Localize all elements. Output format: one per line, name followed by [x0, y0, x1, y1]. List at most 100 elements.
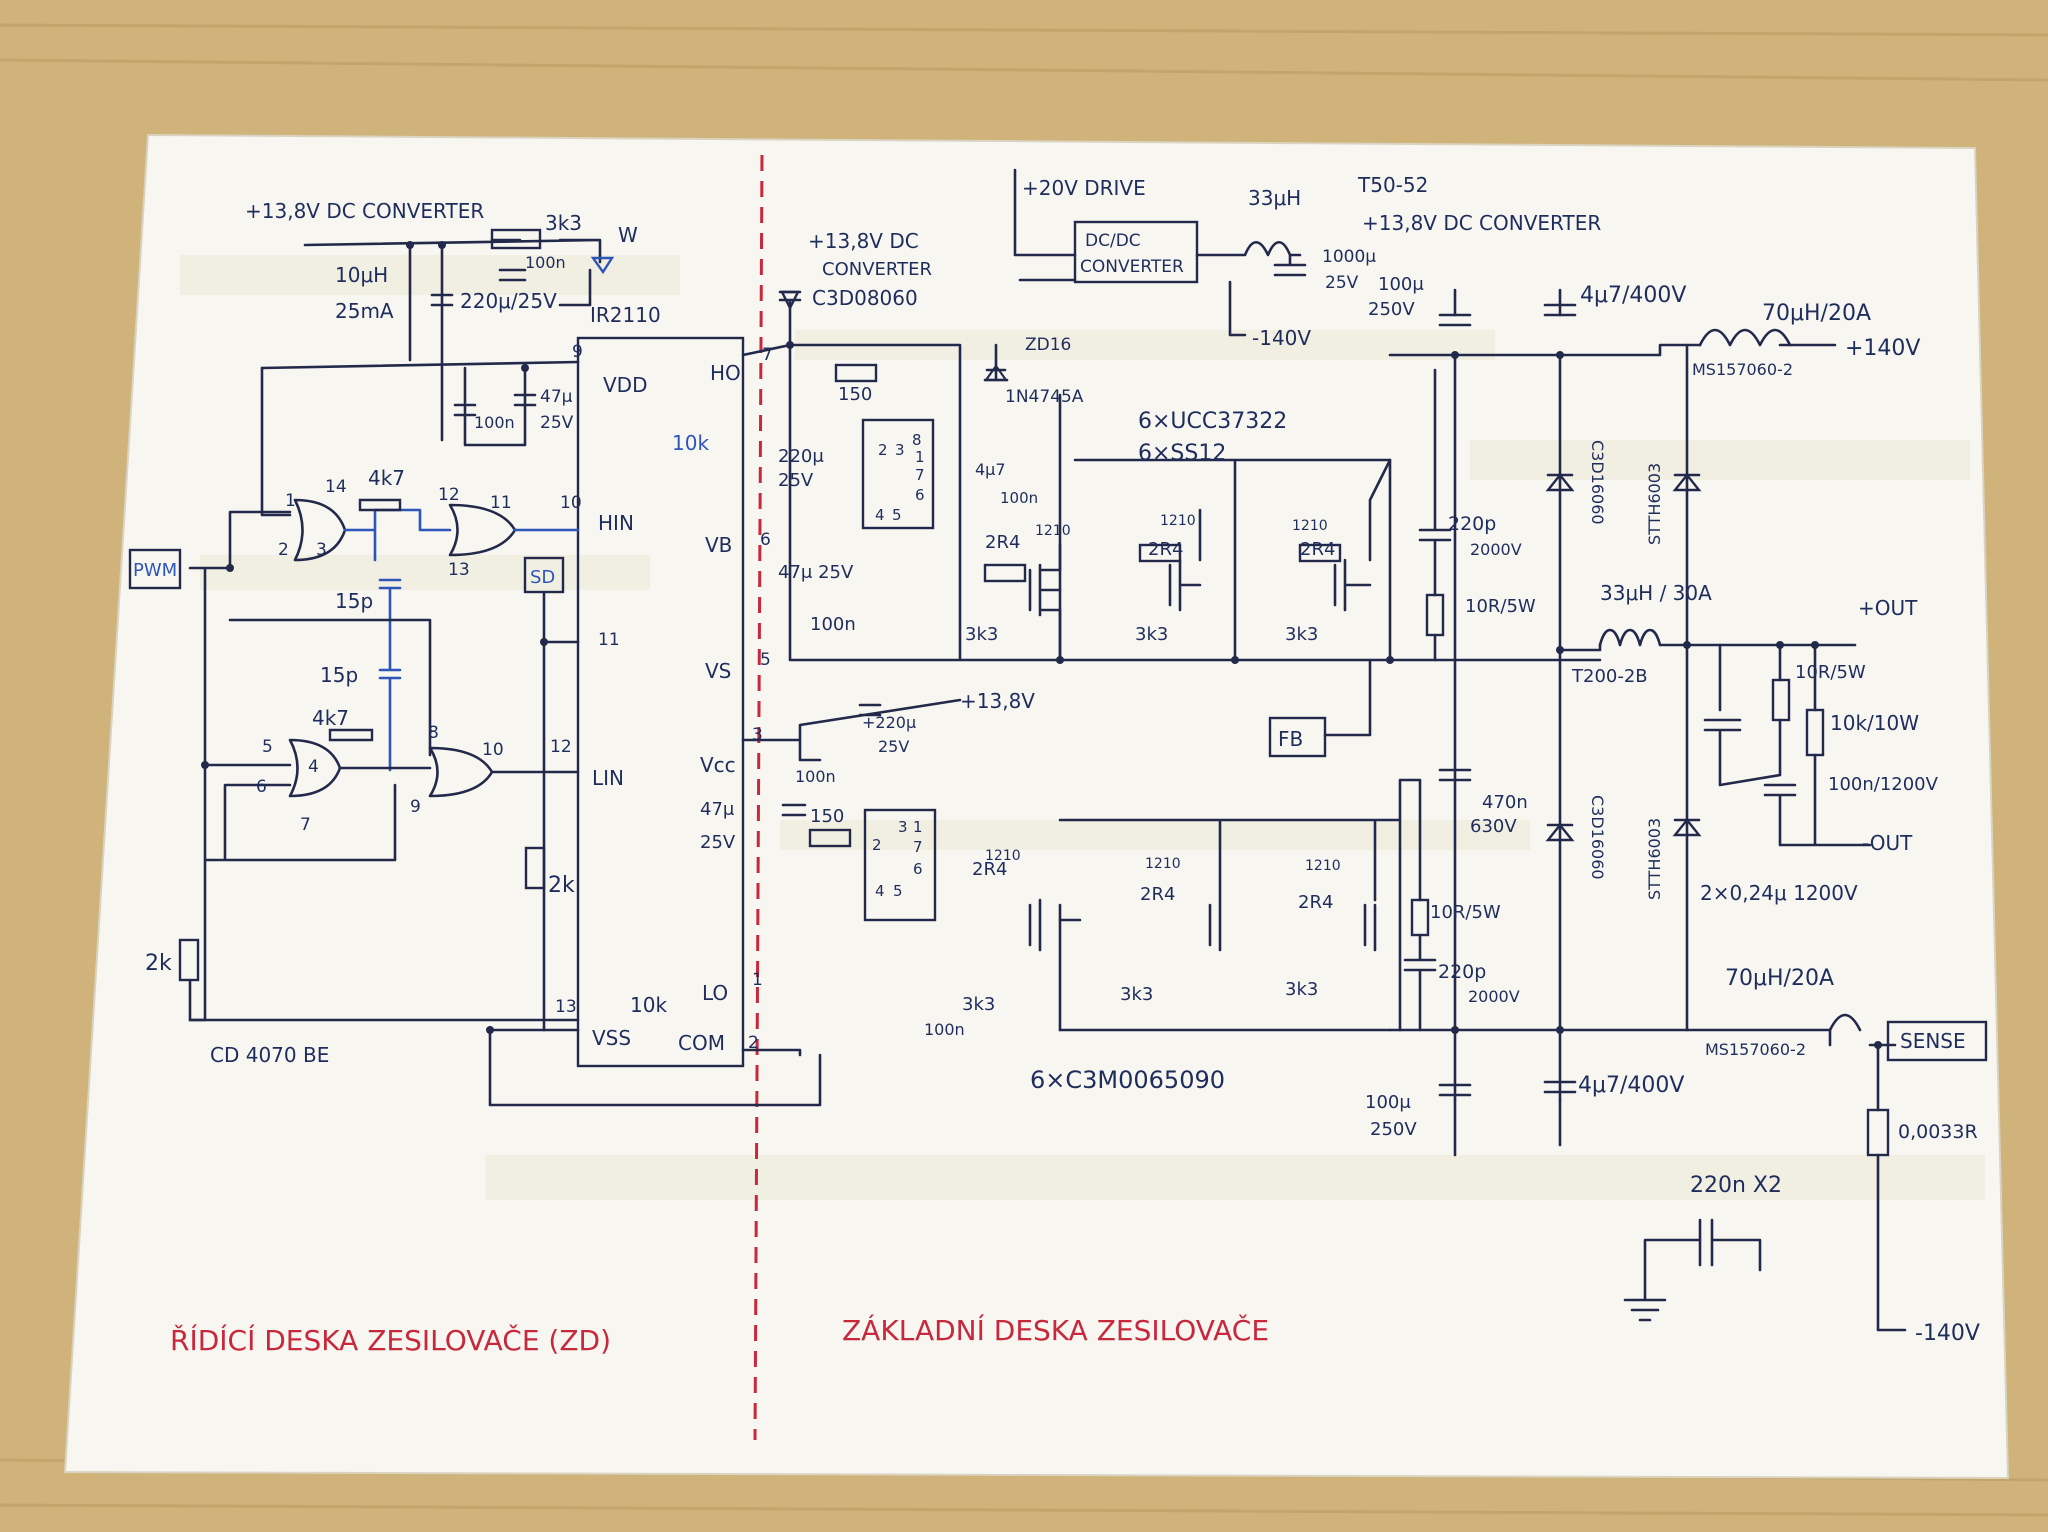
driver-bottom-pin-5: 5: [893, 882, 903, 900]
pin-4: 4: [308, 757, 319, 777]
dcdc-out-label: +13,8V DC CONVERTER: [1362, 211, 1601, 235]
pulldown-label-2: 3k3: [1135, 624, 1168, 645]
driver-top-pin-4: 4: [875, 506, 885, 524]
snubber-resistor-top: [1425, 593, 1445, 637]
snubber-cap-bottom-label: 220p: [1438, 961, 1486, 983]
resistor-150-top-label: 150: [838, 384, 872, 405]
resistor-150-top: [834, 363, 878, 383]
hs-cap-25v-label: 25V: [778, 470, 814, 491]
driver-top-pin-7: 7: [915, 466, 925, 484]
out-pos-label: +OUT: [1858, 596, 1918, 620]
choke-top-core-label: MS157060-2: [1692, 360, 1793, 379]
driver-top-pin-8: 8: [912, 431, 922, 449]
zener-part-label: 1N4745A: [1005, 387, 1084, 407]
fb-box: [1268, 716, 1327, 758]
resistor-4k7-bottom-label: 4k7: [312, 706, 349, 730]
driver-bottom-pin-7: 7: [913, 838, 923, 856]
resistor-150-bottom-label: 150: [810, 806, 844, 827]
pin-11: 11: [490, 493, 512, 513]
driver-bottom-pin-4: 4: [875, 882, 885, 900]
choke-top: [1698, 328, 1792, 347]
dcdc-core-label: T50-52: [1357, 173, 1428, 197]
left-board: [128, 228, 822, 1107]
pin-14: 14: [325, 477, 347, 497]
cap-220u-label: 220μ/25V: [460, 289, 557, 313]
pwm-box: [128, 548, 182, 590]
load-resistor: [1805, 708, 1825, 757]
pin-vb-num: 6: [760, 530, 771, 550]
ls-cap-25v-2-label: 25V: [700, 832, 736, 853]
pin-6: 6: [256, 777, 267, 797]
pulldown-label-3: 3k3: [1285, 624, 1318, 645]
diode-top-label: C3D16060: [1588, 440, 1607, 525]
snubber-cap-top-voltage: 2000V: [1470, 540, 1522, 559]
pulldown-label-1: 3k3: [965, 624, 998, 645]
out-cap-label: 100n/1200V: [1828, 774, 1939, 795]
pin-12: 12: [438, 485, 460, 505]
gate-diode-label-3: 1210: [1292, 518, 1328, 534]
pin-vb-label: VB: [705, 533, 732, 557]
driver-top-pin-2: 2: [878, 441, 888, 459]
left-board-title: ŘÍDÍCÍ DESKA ZESILOVAČE (ZD): [170, 1323, 611, 1357]
vdd-cap-25v-label: 25V: [540, 413, 574, 433]
choke-bottom-core-label: MS157060-2: [1705, 1040, 1806, 1059]
gate-r-label-6: 2R4: [1298, 892, 1333, 913]
resistor-3k3: [490, 228, 542, 250]
gate-resistor-1: [983, 563, 1027, 583]
right-board-title: ZÁKLADNÍ DESKA ZESILOVAČE: [842, 1313, 1269, 1347]
bootstrap-supply-label: +13,8V DC: [808, 229, 919, 253]
pin-sd-num: 11: [598, 630, 620, 650]
hs-cap-220u-label: 220μ: [778, 446, 824, 467]
gate-diode-label-2: 1210: [1160, 513, 1196, 529]
snubber-r-top-label: 10R/5W: [1465, 596, 1536, 617]
output-core-label: T200-2B: [1571, 666, 1648, 687]
zobel-r-label: 10R/5W: [1795, 662, 1866, 683]
pin-ho-num: 7: [762, 345, 773, 365]
driver-cap-4u7-label: 4μ7: [975, 460, 1006, 479]
bus-cap-bottom-label: 100μ: [1365, 1092, 1411, 1113]
xor-gate-3: [288, 738, 342, 798]
sense-label: SENSE: [1900, 1029, 1966, 1053]
vdd-cap-100n-label: 100n: [474, 413, 515, 432]
sd-label: SD: [530, 567, 555, 588]
pin-13: 13: [448, 560, 470, 580]
ls-cap-25v-label: 25V: [878, 737, 909, 756]
snubber-cap-bottom-voltage: 2000V: [1468, 987, 1520, 1006]
hs-cap-47u-label: 47μ 25V: [778, 562, 854, 583]
gate-r-label-2: 2R4: [1148, 539, 1183, 560]
load-r-label: 10k/10W: [1830, 711, 1919, 735]
driver-bottom-pin-1: 1: [913, 818, 923, 836]
pin-com-label: COM: [678, 1031, 725, 1055]
gate-resistor-3: [1298, 543, 1342, 563]
pwm-label: PWM: [133, 560, 177, 581]
driver-top-pin-1: 1: [915, 448, 925, 466]
pulldown-label-4: 3k3: [962, 994, 995, 1015]
xor-gate-1: [293, 498, 347, 562]
driver-top-pin-6: 6: [915, 486, 925, 504]
inductor-current-label: 25mA: [335, 299, 394, 323]
led-icon: [590, 256, 615, 275]
mid-cap-label: 470n: [1482, 792, 1528, 813]
snubber-r-bottom-label: 10R/5W: [1430, 902, 1501, 923]
supply-label: +13,8V DC CONVERTER: [245, 199, 484, 223]
zobel-resistor: [1771, 678, 1791, 722]
bus-cap-bottom-voltage: 250V: [1370, 1119, 1417, 1140]
pos-rail-label: +140V: [1845, 336, 1920, 361]
resistor-3k3-label: 3k3: [545, 211, 582, 235]
pin-lin-label: LIN: [592, 766, 624, 790]
fb-label: FB: [1278, 727, 1303, 751]
sense-box: [1886, 1020, 1988, 1062]
pin-7: 7: [300, 815, 311, 835]
bus-cap-top-label: 100μ: [1378, 274, 1424, 295]
ls-cap-47u-label: 47μ: [700, 799, 735, 820]
dcdc-cap-label: 1000μ: [1322, 247, 1376, 267]
pin-vs-label: VS: [705, 659, 731, 683]
bootstrap-diode-label: C3D08060: [812, 286, 918, 310]
drive-label: +20V DRIVE: [1022, 176, 1146, 200]
left-board-labels: +13,8V DC CONVERTER 3k3 W 10μH 25mA 100n…: [133, 199, 638, 1357]
resistor-lo-label: 10k: [630, 993, 667, 1017]
snubber-cap-top-label: 220p: [1448, 513, 1496, 535]
pin-9: 9: [410, 797, 421, 817]
resistor-4k7-top-label: 4k7: [368, 466, 405, 490]
